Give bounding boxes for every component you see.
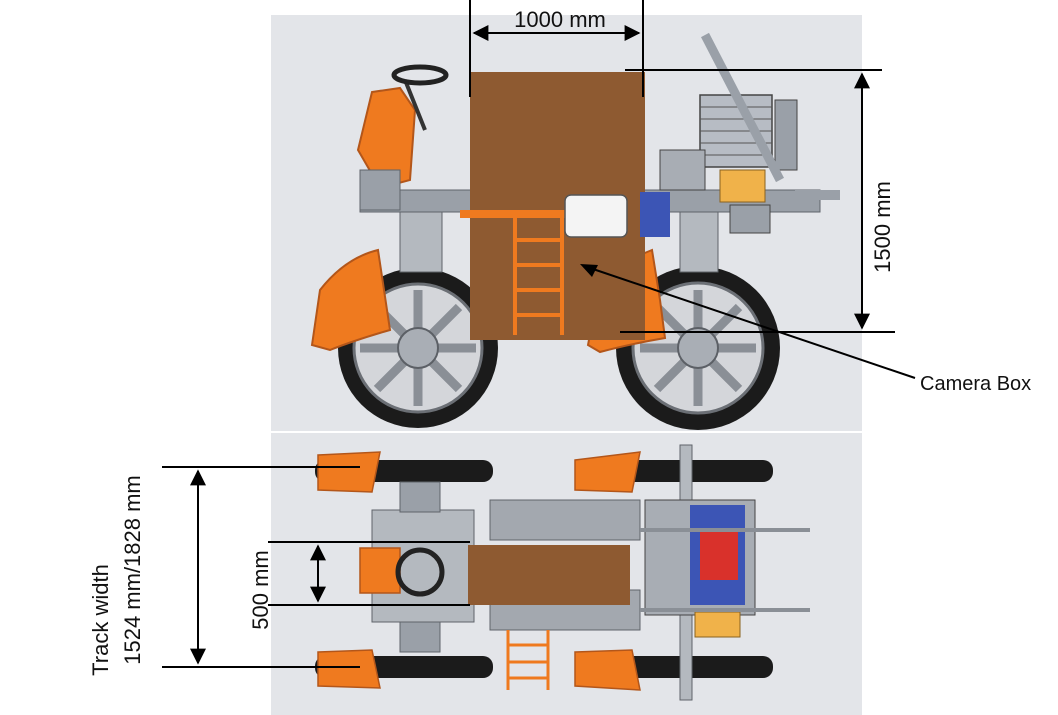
top-fender-front-lower (574, 649, 641, 691)
top-ladder (506, 630, 550, 690)
top-steering-wheel-icon (395, 547, 445, 597)
dimension-1500mm: 1500 mm (620, 69, 895, 333)
dimension-track-width: Track width 1524 mm/1828 mm (88, 466, 360, 676)
side-front-wheel (616, 266, 780, 430)
top-view (271, 433, 862, 715)
steering-wheel-icon (391, 64, 449, 86)
top-engine (640, 499, 810, 638)
dimension-1500mm-label: 1500 mm (870, 181, 895, 273)
side-rear-fender (310, 248, 392, 352)
dimension-500mm-label: 500 mm (248, 550, 273, 629)
side-engine (640, 32, 840, 237)
side-ladder (513, 210, 564, 335)
top-camera-box (468, 545, 630, 605)
side-seat-assembly (356, 64, 449, 211)
track-width-label-line1: Track width (88, 564, 113, 676)
top-fender-rear-lower (317, 649, 381, 689)
dimension-500mm: 500 mm (248, 541, 470, 630)
camera-box-callout: Camera Box (580, 264, 1031, 395)
side-tank (564, 194, 628, 238)
top-fender-rear-upper (317, 451, 381, 493)
track-width-label-line2: 1524 mm/1828 mm (120, 475, 145, 665)
top-fender-front-upper (574, 451, 641, 493)
dimension-1000mm-label: 1000 mm (514, 7, 606, 32)
side-view: Camera Box (271, 15, 1031, 431)
camera-box-label: Camera Box (920, 373, 1031, 395)
dimension-1000mm: 1000 mm (469, 0, 644, 97)
